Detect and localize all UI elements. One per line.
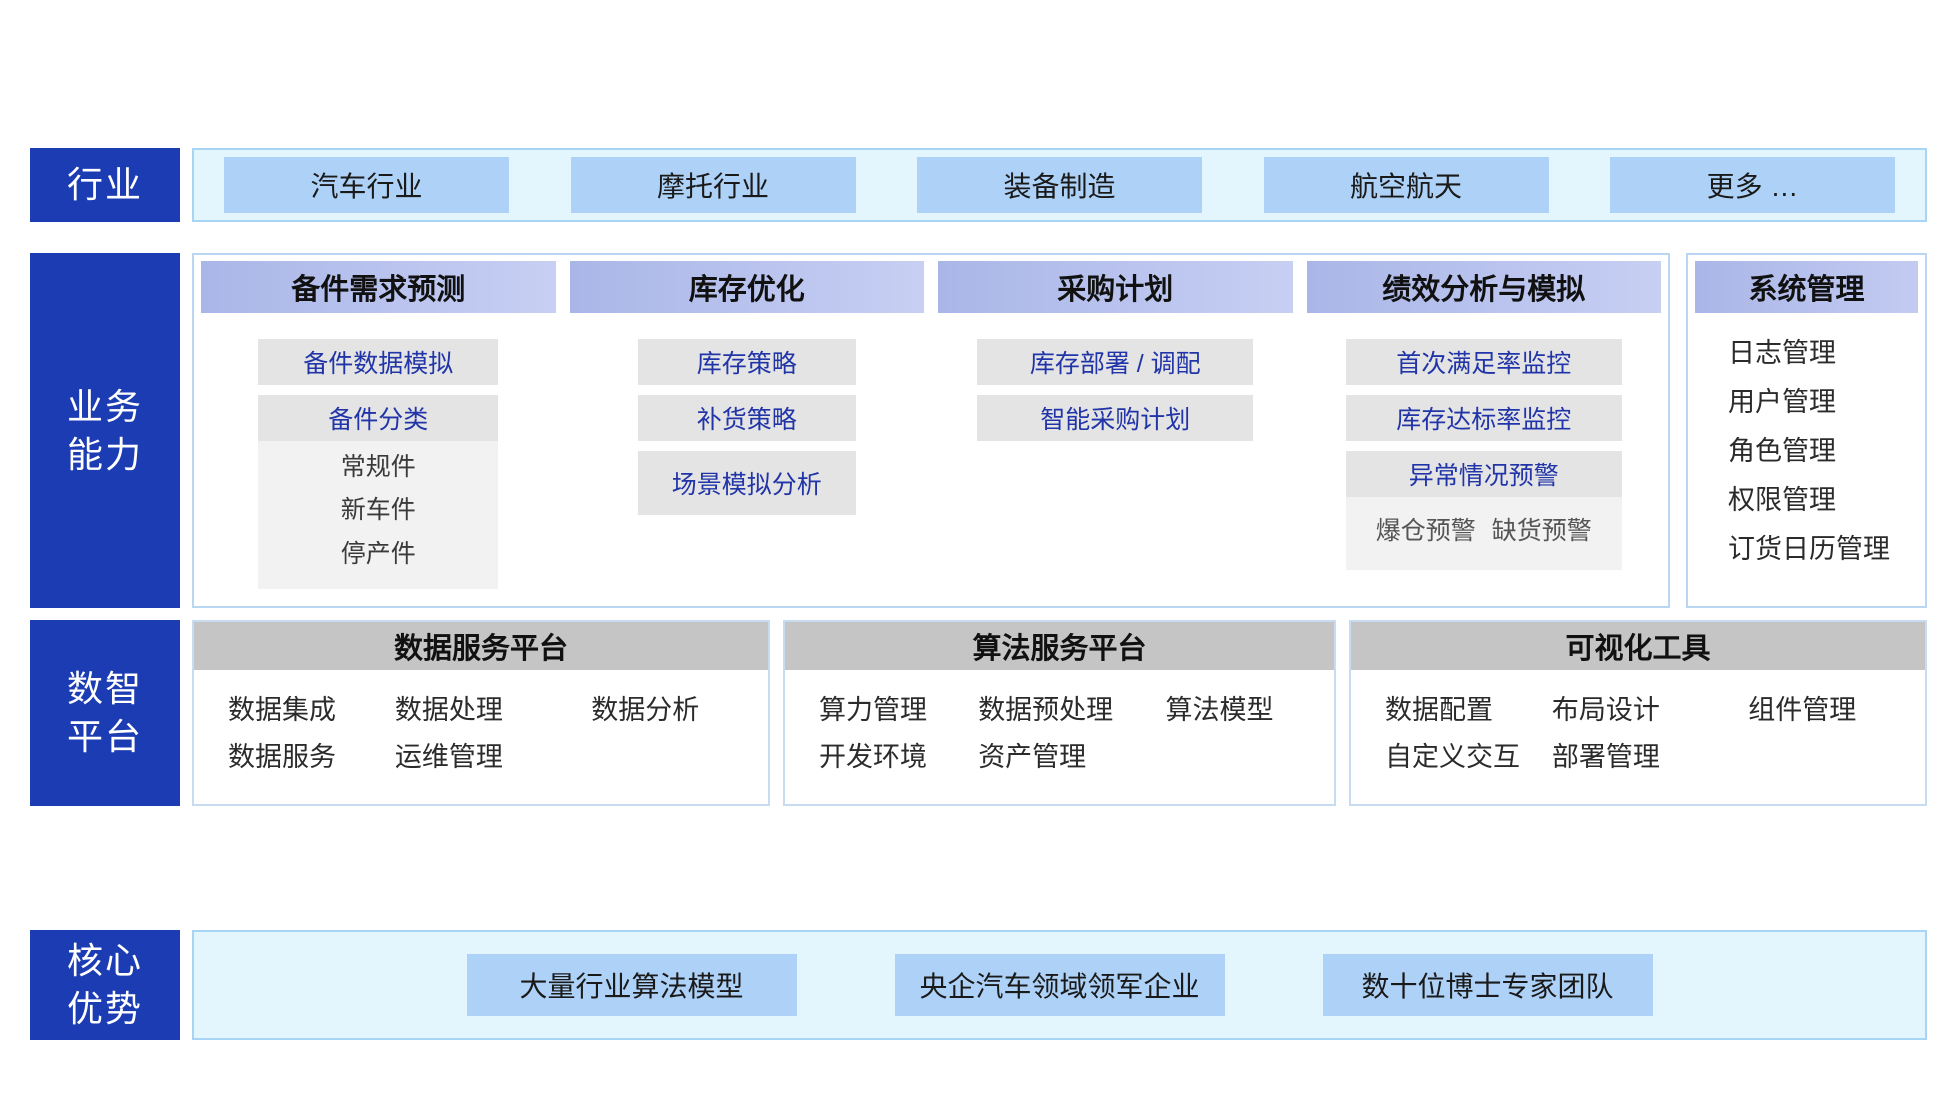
system-management-list: 日志管理 用户管理 角色管理 权限管理 订货日历管理 bbox=[1688, 331, 1925, 566]
system-item-permission-management[interactable]: 权限管理 bbox=[1728, 485, 1836, 515]
capability-column-title-0: 备件需求预测 bbox=[201, 261, 556, 313]
platform-item-asset-management[interactable]: 资产管理 bbox=[978, 742, 1087, 772]
system-item-log-management[interactable]: 日志管理 bbox=[1728, 338, 1836, 368]
capability-subitem-discontinued: 停产件 bbox=[340, 539, 416, 568]
industry-band: 汽车行业 摩托行业 装备制造 航空航天 更多 … bbox=[192, 148, 1927, 222]
capability-column-inventory-optimization: 库存优化 库存策略 补货策略 场景模拟分析 bbox=[563, 255, 932, 606]
platform-title-visualization-tools: 可视化工具 bbox=[1351, 622, 1925, 670]
system-item-order-calendar-management[interactable]: 订货日历管理 bbox=[1728, 534, 1890, 564]
rail-text-platform-1: 平台 bbox=[66, 716, 143, 757]
platform-body-visualization-tools: 数据配置 布局设计 组件管理 自定义交互 部署管理 bbox=[1351, 670, 1925, 804]
platform-item-ops-management[interactable]: 运维管理 bbox=[394, 742, 503, 772]
rail-text-platform-0: 数智 bbox=[66, 668, 143, 710]
capability-group-spare-part-classification: 备件分类 常规件 新车件 停产件 bbox=[258, 395, 499, 589]
platform-row: 开发环境 资产管理 bbox=[785, 735, 1334, 774]
core-item-industry-algorithm-models[interactable]: 大量行业算法模型 bbox=[466, 954, 797, 1016]
platform-row: 数据服务 运维管理 bbox=[194, 735, 768, 774]
platform-item-development-environment[interactable]: 开发环境 bbox=[819, 742, 927, 772]
core-advantage-band: 大量行业算法模型 央企汽车领域领军企业 数十位博士专家团队 bbox=[192, 930, 1927, 1040]
capability-group-abnormal-alerts: 异常情况预警 爆仓预警 缺货预警 bbox=[1345, 451, 1622, 571]
industry-item-3[interactable]: 航空航天 bbox=[1263, 157, 1549, 213]
capability-item-replenishment-strategy[interactable]: 补货策略 bbox=[637, 395, 856, 441]
platform-item-data-configuration[interactable]: 数据配置 bbox=[1385, 695, 1493, 725]
platform-panel-data-service: 数据服务平台 数据集成 数据处理 数据分析 数据服务 运维管理 bbox=[192, 620, 770, 806]
capability-column-procurement-plan: 采购计划 库存部署 / 调配 智能采购计划 bbox=[931, 255, 1300, 606]
platform-item-data-integration[interactable]: 数据集成 bbox=[228, 695, 336, 725]
capability-item-abnormal-situation-alert[interactable]: 异常情况预警 bbox=[1345, 451, 1622, 497]
platform-item-component-management[interactable]: 组件管理 bbox=[1748, 695, 1857, 725]
platform-row: 自定义交互 部署管理 bbox=[1351, 735, 1925, 774]
platform-item-deployment-management[interactable]: 部署管理 bbox=[1551, 742, 1660, 772]
system-item-user-management[interactable]: 用户管理 bbox=[1728, 387, 1836, 417]
capability-subitem-stockout-alert: 缺货预警 bbox=[1491, 517, 1592, 545]
capability-subitem-regular: 常规件 bbox=[340, 453, 416, 481]
platform-item-empty bbox=[1748, 735, 1925, 774]
capability-item-inventory-deployment-allocation[interactable]: 库存部署 / 调配 bbox=[977, 339, 1254, 385]
rail-label-business: 业务 能力 bbox=[30, 253, 180, 608]
capability-sublist-abnormal-alerts: 爆仓预警 缺货预警 bbox=[1345, 497, 1622, 571]
rail-label-industry: 行业 bbox=[30, 148, 180, 222]
platform-item-algorithm-model[interactable]: 算法模型 bbox=[1165, 695, 1274, 725]
system-item-role-management[interactable]: 角色管理 bbox=[1728, 436, 1836, 466]
rail-label-core: 核心 优势 bbox=[30, 930, 180, 1040]
platform-panel-algorithm-service: 算法服务平台 算力管理 数据预处理 算法模型 开发环境 资产管理 bbox=[783, 620, 1336, 806]
core-item-phd-expert-team[interactable]: 数十位博士专家团队 bbox=[1322, 954, 1653, 1016]
system-management-panel: 系统管理 日志管理 用户管理 角色管理 权限管理 订货日历管理 bbox=[1686, 253, 1927, 608]
capability-item-inventory-strategy[interactable]: 库存策略 bbox=[637, 339, 856, 385]
platform-item-empty bbox=[1165, 735, 1334, 774]
business-capability-panel: 备件需求预测 备件数据模拟 备件分类 常规件 新车件 停产件 库存优化 bbox=[192, 253, 1670, 608]
capability-sublist-spare-part-classification: 常规件 新车件 停产件 bbox=[258, 441, 499, 589]
capability-column-spare-parts-forecast: 备件需求预测 备件数据模拟 备件分类 常规件 新车件 停产件 bbox=[194, 255, 563, 606]
industry-item-1[interactable]: 摩托行业 bbox=[570, 157, 856, 213]
platform-item-data-processing[interactable]: 数据处理 bbox=[394, 695, 503, 725]
rail-text-industry-0: 行业 bbox=[66, 164, 143, 206]
capability-item-intelligent-procurement-plan[interactable]: 智能采购计划 bbox=[977, 395, 1254, 441]
capability-subitem-overstock-alert: 爆仓预警 bbox=[1375, 517, 1476, 545]
platform-item-empty bbox=[591, 735, 768, 774]
capability-column-title-1: 库存优化 bbox=[569, 261, 924, 313]
platform-item-compute-management[interactable]: 算力管理 bbox=[819, 695, 927, 725]
capability-column-title-2: 采购计划 bbox=[938, 261, 1293, 313]
platform-row: 数据集成 数据处理 数据分析 bbox=[194, 688, 768, 727]
capability-item-spare-part-data-simulation[interactable]: 备件数据模拟 bbox=[258, 339, 499, 385]
platform-item-layout-design[interactable]: 布局设计 bbox=[1551, 695, 1660, 725]
industry-item-0[interactable]: 汽车行业 bbox=[224, 157, 509, 213]
capability-subitem-new-vehicle: 新车件 bbox=[340, 496, 416, 525]
rail-text-business-0: 业务 bbox=[66, 385, 143, 427]
platform-panel-visualization-tools: 可视化工具 数据配置 布局设计 组件管理 自定义交互 部署管理 bbox=[1349, 620, 1927, 806]
system-management-title: 系统管理 bbox=[1695, 261, 1918, 313]
rail-text-core-0: 核心 bbox=[66, 940, 143, 982]
core-item-soe-automotive-leader[interactable]: 央企汽车领域领军企业 bbox=[894, 954, 1225, 1016]
rail-label-platform: 数智 平台 bbox=[30, 620, 180, 806]
industry-item-4[interactable]: 更多 … bbox=[1610, 157, 1895, 213]
industry-item-2[interactable]: 装备制造 bbox=[917, 157, 1202, 213]
capability-item-spare-part-classification[interactable]: 备件分类 bbox=[258, 395, 499, 441]
capability-item-inventory-compliance-rate-monitoring[interactable]: 库存达标率监控 bbox=[1345, 395, 1622, 441]
capability-column-title-3: 绩效分析与模拟 bbox=[1306, 261, 1661, 313]
platform-title-data-service: 数据服务平台 bbox=[194, 622, 768, 670]
platform-body-algorithm-service: 算力管理 数据预处理 算法模型 开发环境 资产管理 bbox=[785, 670, 1334, 804]
rail-text-business-1: 能力 bbox=[66, 433, 143, 475]
platform-item-custom-interaction[interactable]: 自定义交互 bbox=[1385, 742, 1520, 772]
platform-row: 算力管理 数据预处理 算法模型 bbox=[785, 688, 1334, 727]
platform-row: 数据配置 布局设计 组件管理 bbox=[1351, 688, 1925, 727]
platform-title-algorithm-service: 算法服务平台 bbox=[785, 622, 1334, 670]
platform-item-data-preprocessing[interactable]: 数据预处理 bbox=[978, 695, 1114, 725]
capability-item-scenario-simulation-analysis[interactable]: 场景模拟分析 bbox=[637, 451, 856, 515]
capability-column-performance-analysis-simulation: 绩效分析与模拟 首次满足率监控 库存达标率监控 异常情况预警 爆仓预警 缺货预警 bbox=[1300, 255, 1669, 606]
platform-body-data-service: 数据集成 数据处理 数据分析 数据服务 运维管理 bbox=[194, 670, 768, 804]
rail-text-core-1: 优势 bbox=[66, 988, 143, 1029]
capability-item-first-fill-rate-monitoring[interactable]: 首次满足率监控 bbox=[1345, 339, 1622, 385]
platform-item-data-service[interactable]: 数据服务 bbox=[228, 742, 336, 772]
platform-item-data-analysis[interactable]: 数据分析 bbox=[591, 695, 700, 725]
